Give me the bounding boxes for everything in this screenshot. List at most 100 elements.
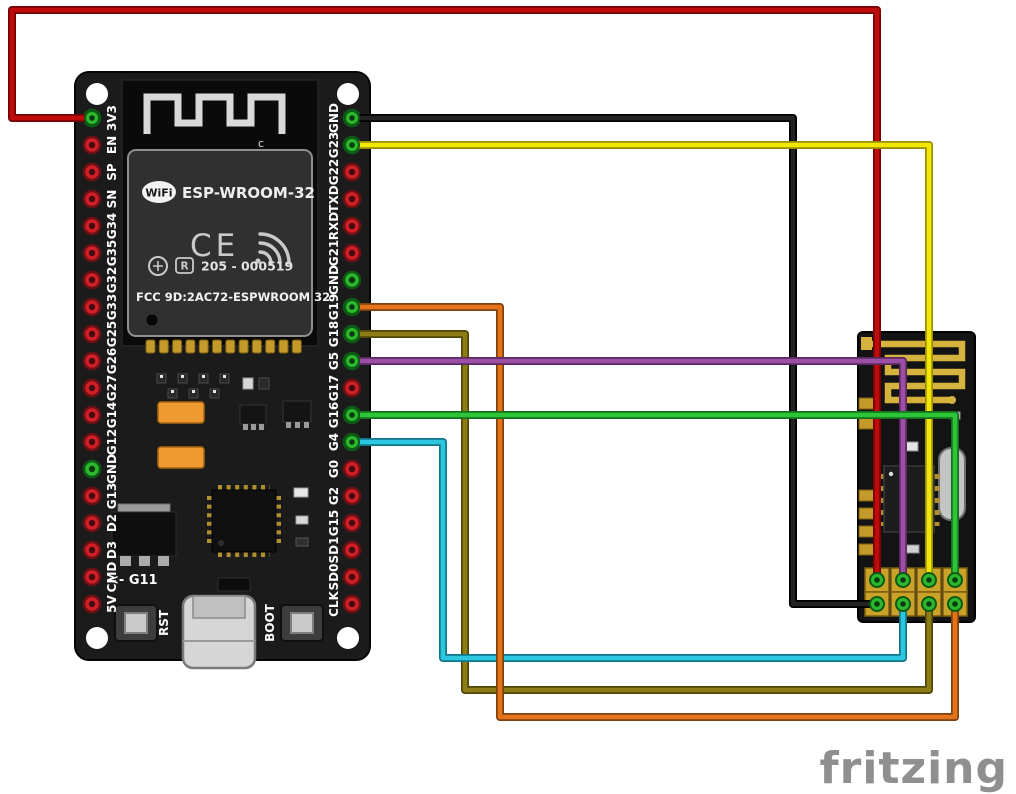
- module-name: ESP-WROOM-32: [182, 184, 315, 202]
- edge-pads: [858, 397, 875, 556]
- esp32-right-pin-g0-13-hole: [348, 465, 356, 473]
- castellated-pad: [251, 339, 262, 354]
- wire-end-hole: [349, 358, 355, 364]
- esp32-right-pin-g21-5-hole: [348, 249, 356, 257]
- mounting-hole: [86, 627, 108, 649]
- esp32-right-pin-g15-15-hole: [348, 519, 356, 527]
- wire-connection-points: [84, 110, 963, 612]
- esp32-right-pin-label-txd: TXD: [327, 185, 341, 212]
- esp32-left-pin-cmd-17-hole: [88, 573, 96, 581]
- r-mark-box: [175, 257, 194, 274]
- wire-3v3-red[interactable]: [9, 7, 880, 583]
- esp32-right-pin-sd0-17-hole: [348, 573, 356, 581]
- esp32-left-pin-g26-9-hole: [88, 357, 96, 365]
- mounting-hole: [86, 83, 108, 105]
- smd-part: [295, 515, 309, 525]
- esp32-left-pin-label-g12: G12: [105, 429, 119, 456]
- wire-end-hole: [874, 601, 880, 607]
- esp32-left-pin-label-g25: G25: [105, 321, 119, 348]
- boot-button: [280, 604, 324, 642]
- castellated-pad: [198, 339, 209, 354]
- wire-g4-cyan[interactable]: [349, 439, 906, 661]
- wire-end-hole: [349, 439, 355, 445]
- esp32-left-pin-g33-7-hole: [88, 303, 96, 311]
- wire-end-hole: [349, 304, 355, 310]
- esp32-left-pin-label-g35: G35: [105, 240, 119, 267]
- wire-end-hole: [349, 331, 355, 337]
- esp32-left-pin-label-5v: 5V: [105, 594, 119, 612]
- wire-g18-olive[interactable]: [349, 331, 932, 693]
- esp32-left-pin-label-gnd: GND: [105, 454, 119, 484]
- esp32-left-pin-d2-15-hole: [88, 519, 96, 527]
- wire-g5-purple-outline: [348, 357, 907, 584]
- castellated-pad: [265, 339, 276, 354]
- wifi-logo-text: WiFi: [145, 187, 172, 200]
- esp32-right-pin-rxd-4-hole: [348, 222, 356, 230]
- transistor: [239, 404, 267, 430]
- wire-end-hole: [900, 601, 906, 607]
- esp32-left-pin-sp-2-hole: [88, 168, 96, 176]
- castellated-pad: [158, 339, 169, 354]
- esp32-right-pin-label-g16: G16: [327, 402, 341, 429]
- esp32-right-pin-sd1-16-hole: [348, 546, 356, 554]
- esp32-right-pin-label-g4: G4: [327, 433, 341, 451]
- esp32-left-pin-label-d3: D3: [105, 541, 119, 559]
- pin1-dot: [146, 314, 158, 326]
- smd-part: [905, 544, 920, 554]
- smd-part: [295, 537, 309, 547]
- wire-g16-green[interactable]: [349, 412, 958, 583]
- smd-part: [217, 577, 251, 592]
- esp32-left-pin-d3-16-hole: [88, 546, 96, 554]
- esp32-right-pin-gnd-6-hole: [348, 276, 356, 284]
- mounting-hole: [337, 83, 359, 105]
- esp32-right-pin-label-g23: G23: [327, 132, 341, 159]
- wires-layer: [8, 6, 959, 721]
- wire-g18-olive-outline: [348, 330, 933, 694]
- g11-silkscreen-label: <- G11: [108, 573, 158, 588]
- esp32-left-pin-gnd-13-hole: [88, 465, 96, 473]
- esp32-left-pin-sn-3-hole: [88, 195, 96, 203]
- wire-g19-orange[interactable]: [349, 304, 958, 720]
- wire-end-hole: [349, 412, 355, 418]
- esp32-right-pin-label-g22: G22: [327, 159, 341, 186]
- esp32-right-pin-txd-3-hole: [348, 195, 356, 203]
- esp32-right-pin-label-g21: G21: [327, 240, 341, 267]
- antenna-label: c: [258, 137, 264, 150]
- esp32-left-pin-label-g27: G27: [105, 375, 119, 402]
- wire-g5-purple[interactable]: [349, 358, 906, 583]
- ce-mark: CE: [190, 228, 239, 264]
- esp32-right-pin-label-clk: CLK: [327, 590, 341, 616]
- esp32-left-pin-label-3v3: 3V3: [105, 105, 119, 131]
- esp32-board[interactable]: c WiFi ESP-WROOM-32 CE R 205 - 000519 FC…: [74, 71, 371, 670]
- wire-g23-yellow[interactable]: [349, 142, 932, 583]
- capacitor: [157, 446, 205, 469]
- rst-label: RST: [157, 609, 171, 636]
- esp32-right-pin-label-g2: G2: [327, 487, 341, 505]
- esp32-left-pin-g27-10-hole: [88, 384, 96, 392]
- esp32-right-pin-label-gnd: GND: [327, 103, 341, 133]
- esp32-right-pin-label-g17: G17: [327, 375, 341, 402]
- fritzing-watermark: fritzing: [820, 743, 1008, 794]
- boot-label: BOOT: [263, 603, 277, 642]
- esp32-left-pin-g32-6-hole: [88, 276, 96, 284]
- module-castellated-pads: [145, 339, 302, 354]
- castellated-pad: [185, 339, 196, 354]
- wifi-signal-icon: [255, 232, 291, 265]
- antenna-pad: [861, 337, 872, 350]
- esp32-left-pin-g12-12-hole: [88, 438, 96, 446]
- esp32-left-pin-label-g26: G26: [105, 348, 119, 375]
- esp32-right-pin-label-g18: G18: [327, 321, 341, 348]
- esp32-left-pin-g34-4-hole: [88, 222, 96, 230]
- esp32-left-pin-label-g14: G14: [105, 402, 119, 429]
- esp32-left-pin-label-g34: G34: [105, 213, 119, 240]
- antenna-via: [948, 396, 956, 404]
- esp32-right-pin-g2-14-hole: [348, 492, 356, 500]
- esp32-right-pin-clk-18-hole: [348, 600, 356, 608]
- esp32-right-pin-g22-2-hole: [348, 168, 356, 176]
- transistor: [282, 400, 312, 428]
- wire-end-hole: [900, 577, 906, 583]
- castellated-pad: [145, 339, 156, 354]
- esp32-left-pin-label-d2: D2: [105, 514, 119, 532]
- mounting-hole: [337, 627, 359, 649]
